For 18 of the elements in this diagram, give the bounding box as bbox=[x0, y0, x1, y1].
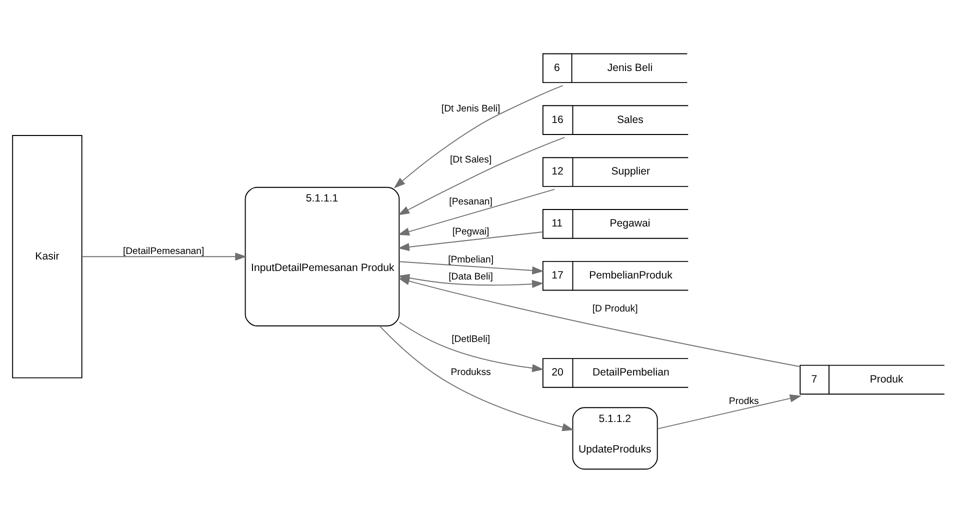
edge-label: [Dt Sales] bbox=[450, 154, 492, 166]
edge-label: [Data Beli] bbox=[448, 272, 493, 283]
node-text: 17 PembelianProduk bbox=[552, 270, 672, 282]
edge-label: [Pmbelian] bbox=[448, 254, 494, 266]
node-text: 6 Jenis Beli bbox=[554, 62, 653, 74]
node-text: 7 Produk bbox=[811, 373, 904, 386]
edge-label: [Dt Jenis Beli] bbox=[441, 103, 500, 114]
edge-label: [DetlBeli] bbox=[452, 334, 490, 346]
edge-label: [D Produk] bbox=[592, 303, 638, 314]
node-text: 20 DetailPembelian bbox=[552, 366, 670, 379]
node-text: 11 Pegawai bbox=[552, 218, 650, 230]
node-text: 16 Sales bbox=[552, 114, 644, 126]
edge-label: [Pesanan] bbox=[449, 196, 492, 208]
edge-label: Produkss bbox=[450, 366, 491, 378]
edge-label: [DetailPemesanan] bbox=[122, 246, 204, 257]
edge-label: [Pegwai] bbox=[452, 226, 490, 238]
node-text: 12 Supplier bbox=[552, 166, 650, 178]
edge-label: Prodks bbox=[728, 396, 759, 407]
